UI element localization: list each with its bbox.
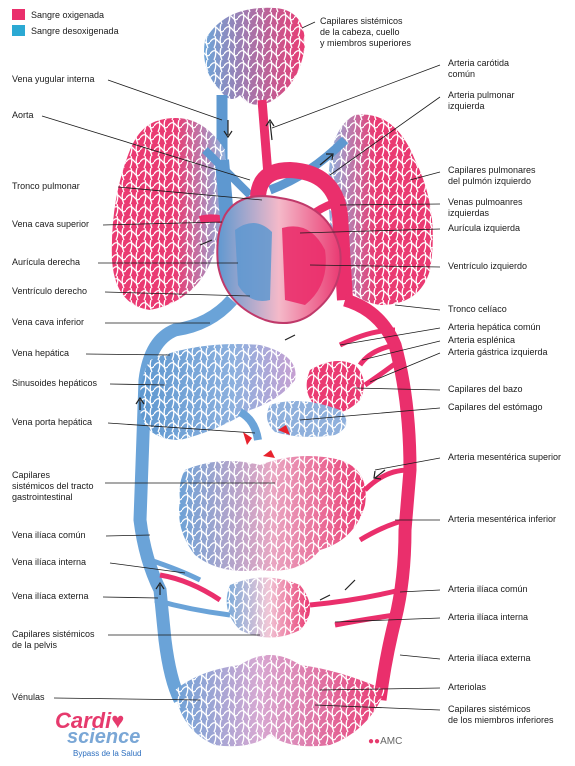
label-lower-limb-capillaries: Capilares sistémicos de los miembros inf… bbox=[448, 704, 554, 725]
legend-deoxygenated: Sangre desoxigenada bbox=[12, 25, 119, 36]
label-celiac-trunk: Tronco celíaco bbox=[448, 304, 507, 314]
label-splenic-artery: Arteria esplénica bbox=[448, 335, 516, 345]
label-left-lung-capillaries: Capilares pulmonares del pulmón izquierd… bbox=[448, 165, 536, 186]
label-spleen-capillaries: Capilares del bazo bbox=[448, 384, 523, 394]
leader-lines bbox=[41, 21, 441, 711]
iliac-branches bbox=[159, 572, 401, 628]
label-gi-capillaries: Capilares sistémicos del tracto gastroin… bbox=[12, 470, 94, 502]
liver-capillaries bbox=[139, 344, 296, 440]
label-carotid-artery: Arteria carótida común bbox=[448, 58, 510, 79]
label-external-iliac-vein: Vena ilíaca externa bbox=[12, 591, 89, 601]
label-pulmonary-trunk: Tronco pulmonar bbox=[12, 181, 80, 191]
legend-oxygenated: Sangre oxigenada bbox=[12, 9, 104, 20]
brand-tagline: Bypass de la Salud bbox=[73, 749, 142, 758]
label-internal-iliac-vein: Vena ilíaca interna bbox=[12, 557, 87, 567]
pelvis-capillaries bbox=[226, 577, 310, 638]
amc-watermark: ●●AMC bbox=[368, 736, 403, 747]
brand-part2: science bbox=[67, 726, 141, 748]
label-internal-iliac-artery: Arteria ilíaca interna bbox=[448, 612, 529, 622]
label-right-ventricle: Ventrículo derecho bbox=[12, 286, 88, 296]
label-right-atrium: Aurícula derecha bbox=[12, 257, 81, 267]
label-pelvis-capillaries: Capilares sistémicos de la pelvis bbox=[12, 629, 95, 650]
label-portal-vein: Vena porta hepática bbox=[12, 417, 93, 427]
label-common-iliac-artery: Arteria ilíaca común bbox=[448, 584, 528, 594]
label-left-pulmonary-veins: Venas pulmoanres izquierdas bbox=[448, 197, 523, 218]
flow-arrows bbox=[135, 118, 386, 601]
label-stomach-capillaries: Capilares del estómago bbox=[448, 402, 543, 412]
label-left-ventricle: Ventrículo izquierdo bbox=[448, 261, 528, 271]
label-venules: Vénulas bbox=[12, 692, 45, 702]
right-lung bbox=[111, 118, 227, 310]
label-left-pulmonary-artery: Arteria pulmonar izquierda bbox=[448, 90, 515, 111]
aortic-arch bbox=[250, 161, 353, 301]
label-common-iliac-vein: Vena ilíaca común bbox=[12, 530, 86, 540]
heart-icon: ♥ bbox=[111, 708, 125, 733]
portal-vein bbox=[237, 408, 262, 441]
label-superior-mesenteric-artery: Arteria mesentérica superior bbox=[448, 452, 562, 462]
legend-deoxygenated-label: Sangre desoxigenada bbox=[31, 25, 119, 36]
label-jugular-vein: Vena yugular interna bbox=[12, 74, 95, 84]
descending-aorta bbox=[342, 293, 417, 701]
portal-flow-arrows bbox=[243, 425, 290, 458]
celiac-branches bbox=[338, 327, 402, 388]
label-external-iliac-artery: Arteria ilíaca externa bbox=[448, 653, 531, 663]
brand-part1: Cardi bbox=[55, 708, 112, 733]
label-common-hepatic-artery: Arteria hepática común bbox=[448, 322, 541, 332]
head-capillaries bbox=[204, 7, 305, 105]
left-lung bbox=[328, 114, 433, 305]
label-inferior-mesenteric-artery: Arteria mesentérica inferior bbox=[448, 514, 557, 524]
legend-oxygenated-label: Sangre oxigenada bbox=[31, 9, 105, 20]
oxygenated-swatch bbox=[12, 9, 25, 20]
label-superior-vena-cava: Vena cava superior bbox=[12, 219, 90, 229]
label-hepatic-vein: Vena hepática bbox=[12, 348, 70, 358]
label-left-atrium: Aurícula izquierda bbox=[448, 223, 521, 233]
lower-limb-capillaries bbox=[175, 655, 385, 747]
label-inferior-vena-cava: Vena cava inferior bbox=[12, 317, 85, 327]
iliac-veins bbox=[149, 557, 231, 618]
deoxygenated-swatch bbox=[12, 25, 25, 36]
label-aorta: Aorta bbox=[12, 110, 34, 120]
mesenteric-arteries bbox=[358, 467, 409, 543]
carotid-artery bbox=[257, 99, 273, 176]
spleen-capillaries bbox=[306, 361, 364, 414]
label-hepatic-sinusoids: Sinusoides hepáticos bbox=[12, 378, 98, 388]
inferior-vena-cava bbox=[133, 295, 237, 703]
heart bbox=[216, 195, 342, 325]
cardioscience-logo: Cardi♥ science Bypass de la Salud bbox=[55, 708, 142, 758]
label-left-gastric-artery: Arteria gástrica izquierda bbox=[448, 347, 548, 357]
gi-capillaries bbox=[179, 456, 366, 571]
label-arterioles: Arteriolas bbox=[448, 682, 487, 692]
label-head-capillaries: Capilares sistémicos de la cabeza, cuell… bbox=[320, 16, 412, 48]
amc-text: AMC bbox=[380, 736, 403, 747]
